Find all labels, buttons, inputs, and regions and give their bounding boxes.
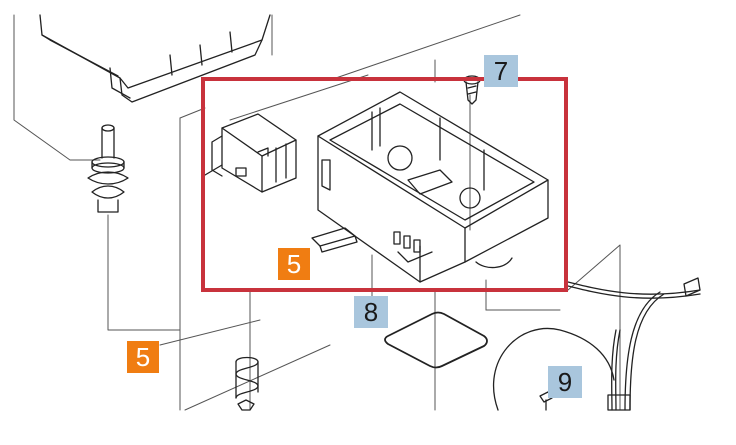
cover-housing-icon bbox=[39, 14, 271, 103]
callout-5-assembly[interactable]: 5 bbox=[127, 341, 159, 373]
bracket-icon bbox=[311, 227, 358, 253]
callout-9-cable[interactable]: 9 bbox=[548, 366, 582, 398]
cable-harness-icon bbox=[492, 277, 701, 411]
highlight-frame bbox=[201, 77, 568, 292]
terminal-connector-icon bbox=[204, 113, 297, 193]
callout-7-screw[interactable]: 7 bbox=[484, 55, 518, 87]
callout-5-connector[interactable]: 5 bbox=[278, 248, 310, 280]
gasket-icon bbox=[384, 311, 488, 369]
spring-icon bbox=[235, 356, 259, 411]
junction-box-icon bbox=[317, 91, 549, 283]
stud-assembly-icon bbox=[87, 124, 129, 213]
callout-8-gasket[interactable]: 8 bbox=[354, 296, 388, 328]
